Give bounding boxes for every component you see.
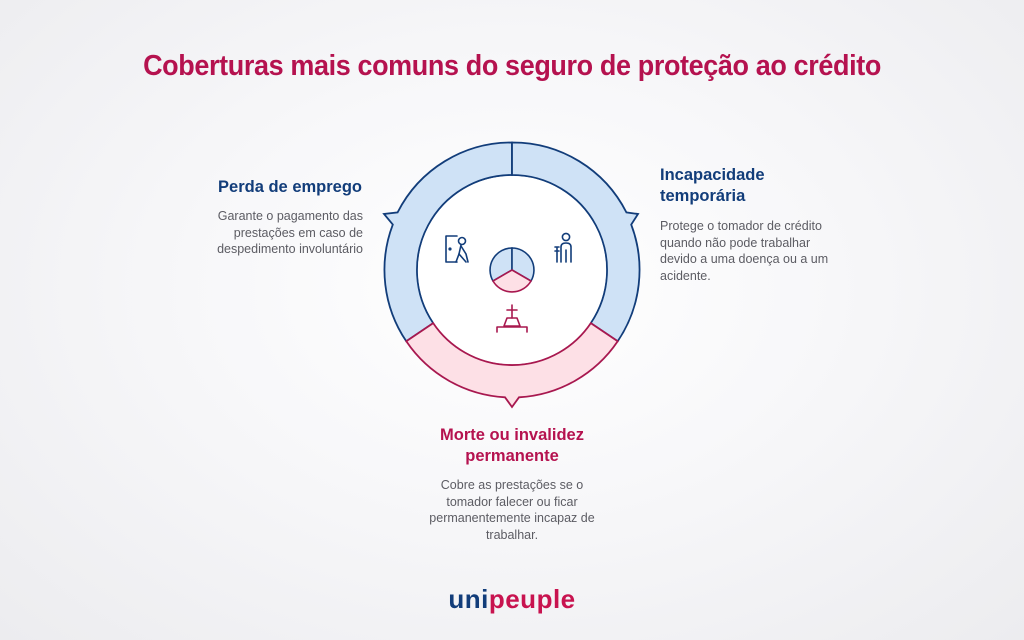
center-pie-icon <box>489 247 535 293</box>
heading-perda-de-emprego: Perda de emprego <box>218 178 362 196</box>
page-title: Coberturas mais comuns do seguro de prot… <box>143 50 881 82</box>
person-leaving-door-icon <box>445 235 469 263</box>
heading-morte-ou-invalidez: Morte ou invalidez permanente <box>440 426 584 465</box>
grave-cross-icon <box>496 304 528 333</box>
logo-part-peuple: peuple <box>488 584 576 614</box>
description-morte-ou-invalidez: Cobre as prestações se o tomador falecer… <box>429 478 595 542</box>
heading-incapacidade-temporaria: Incapacidade temporária <box>660 166 765 205</box>
description-incapacidade-temporaria: Protege o tomador de crédito quando não … <box>660 219 829 283</box>
segment-morte-ou-invalidez <box>405 321 619 409</box>
segment-perda-de-emprego <box>382 141 513 343</box>
description-perda-de-emprego: Garante o pagamento das prestações em ca… <box>217 209 363 256</box>
unipeuple-logo: unipeuple <box>0 584 1024 615</box>
segment-incapacidade-temporaria <box>511 141 641 343</box>
injured-person-crutch-icon <box>554 232 572 263</box>
logo-part-uni: uni <box>448 584 489 614</box>
